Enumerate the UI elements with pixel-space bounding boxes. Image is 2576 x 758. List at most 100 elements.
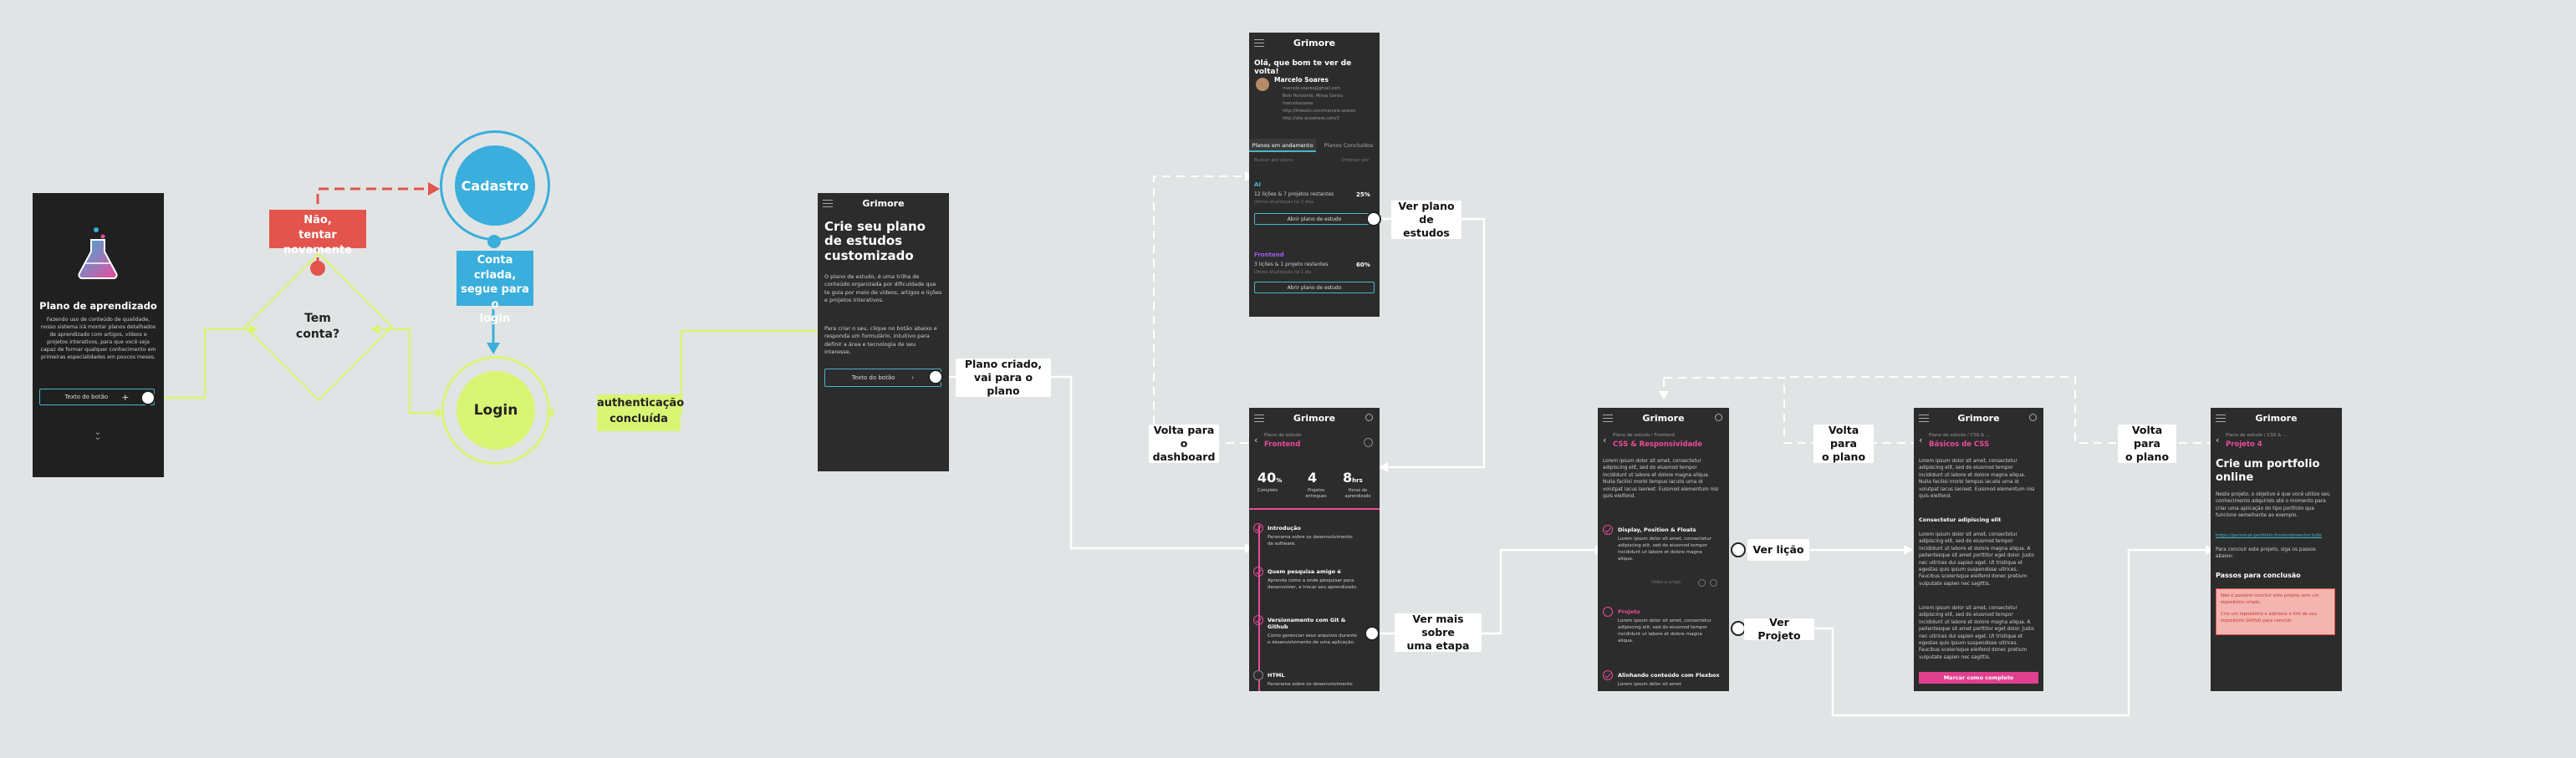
user-line-0: marcelo.soares@gmail.com: [1283, 86, 1341, 91]
welcome-button[interactable]: Texto do botão +: [39, 389, 155, 405]
double-chevron-down-icon[interactable]: ⌄⌄: [94, 428, 102, 442]
project-alert-2: Crie um repositório e adicione o link de…: [2221, 612, 2318, 623]
tab-in-progress[interactable]: Planos em andamento: [1249, 139, 1316, 152]
step-3-title: HTML: [1268, 672, 1285, 679]
stat-0-value: 40%: [1257, 470, 1283, 486]
auth-done-node: authenticação concluída: [597, 394, 684, 431]
flask-icon: [78, 227, 118, 280]
back-chevron-icon[interactable]: ‹: [2216, 435, 2220, 445]
see-more-label: Ver mais sobre uma etapa: [1395, 613, 1482, 652]
create-plan-button-label: Texto do botão: [851, 374, 895, 381]
account-created-node: Conta criada, segue para o login: [457, 251, 533, 325]
app-title: Grimore: [1293, 37, 1336, 48]
menu-icon[interactable]: [1254, 415, 1264, 422]
plan-0-open-button[interactable]: Abrir plano de estudo: [1254, 213, 1375, 225]
search-input[interactable]: Buscar por plano: [1254, 158, 1293, 163]
plan-1-tag: Frontend: [1254, 252, 1284, 258]
lesson-body2: Lorem ipsum dolor sit amet, consectetur …: [1919, 532, 2034, 587]
plan-1-percent: 60%: [1356, 262, 1370, 268]
stat-0-label: Completo: [1257, 488, 1278, 493]
back-chevron-icon[interactable]: ‹: [1919, 435, 1923, 445]
step-1-title: Quem pesquisa amigo é: [1268, 568, 1341, 575]
lesson-screen: Grimore ‹ Plano de estudo / CSS & ... Bá…: [1914, 408, 2043, 691]
item-0-video-icon: [1698, 579, 1706, 587]
search-icon[interactable]: [2029, 414, 2037, 421]
tab-completed[interactable]: Planos Concluídos: [1324, 142, 1374, 149]
create-plan-body2: Para criar o seu, clique no botão abaixo…: [824, 325, 937, 356]
welcome-button-label: Texto do botão: [64, 394, 109, 400]
lesson-body3: Lorem ipsum dolor sit amet, consectetur …: [1919, 606, 2034, 660]
signup-node: Cadastro: [455, 145, 535, 226]
back-dashboard-label: Volta para o dashboard: [1149, 424, 1219, 463]
plan-0-tag: AI: [1254, 181, 1262, 188]
menu-icon[interactable]: [823, 200, 833, 207]
back-plan-label-2: Volta para o plano: [2118, 424, 2176, 463]
step-1-desc: Aprenda como a onde pesquisar para desen…: [1268, 578, 1358, 590]
stage-screen: Grimore ‹ Plano de estudo / Frontend CSS…: [1598, 408, 1729, 691]
app-title: Grimore: [2255, 412, 2298, 424]
app-title: Grimore: [1957, 412, 2000, 424]
see-lesson-label: Ver lição: [1747, 539, 1809, 561]
plan-0-desc: 12 lições & 7 projetos restantes: [1254, 191, 1334, 197]
menu-icon[interactable]: [1603, 415, 1613, 422]
project-body: Neste projeto, o objetivo é que você uti…: [2216, 492, 2330, 519]
project-screen: Grimore ‹ Plano de estudo / CSS & ... Pr…: [2211, 408, 2342, 691]
back-chevron-icon[interactable]: ‹: [1603, 435, 1607, 445]
app-title: Grimore: [862, 197, 905, 209]
menu-icon[interactable]: [1254, 39, 1264, 47]
decision-has-account: Tem conta?: [295, 312, 340, 341]
item-0-article-icon: [1710, 579, 1717, 587]
progress-divider: [1249, 508, 1380, 510]
stat-1-label: Projetos entregues: [1305, 488, 1327, 500]
menu-icon[interactable]: [1919, 415, 1929, 422]
item-2-title: Alinhando conteúdo com Flexbox: [1618, 672, 1720, 679]
item-0-title: Display, Position & Floats: [1618, 527, 1696, 533]
see-project-label: Ver Projeto: [1744, 616, 1814, 642]
dashboard-dot: [1366, 211, 1381, 226]
create-plan-button[interactable]: Texto do botão ›: [824, 369, 941, 387]
plan-1-open-button[interactable]: Abrir plano de estudo: [1254, 282, 1375, 293]
welcome-connector-dot: [140, 390, 156, 405]
no-retry-node: Não, tentar novamente: [269, 210, 366, 257]
project-section-title: Passos para conclusão: [2216, 572, 2301, 579]
plan-created-label: Plano criado, vai para o plano: [956, 358, 1051, 397]
stat-1-value: 4: [1308, 470, 1318, 486]
mark-complete-button[interactable]: Marcar como completo: [1919, 672, 2038, 684]
app-title: Grimore: [1642, 412, 1685, 424]
back-chevron-icon[interactable]: ‹: [1254, 435, 1258, 445]
menu-icon[interactable]: [2216, 415, 2226, 422]
plan-0-percent: 25%: [1356, 191, 1370, 198]
no-retry-dot: [310, 261, 325, 276]
stage-crumb: Plano de estudo / Frontend: [1613, 433, 1675, 438]
stage-lesson-dot: [1731, 542, 1746, 557]
create-plan-title: Crie seu plano de estudos customizado: [824, 219, 926, 263]
plan-step-dot: [1365, 626, 1380, 641]
search-icon[interactable]: [1715, 414, 1722, 421]
user-line-4: http://site.anywhere.com/3: [1283, 116, 1339, 121]
create-plan-screen: Grimore Crie seu plano de estudos custom…: [818, 193, 949, 471]
lesson-crumb: Plano de estudo / CSS & ...: [1929, 433, 1991, 438]
stat-2-value: 8hrs: [1343, 470, 1363, 486]
step-0-check-icon: [1253, 523, 1263, 533]
step-2-title: Versionamento com Git & Github: [1268, 617, 1346, 630]
lesson-subtitle: Consectetur adipiscing elit: [1919, 516, 2002, 523]
project-alert-1: Não é possível concluir este projeto sem…: [2221, 593, 2319, 605]
stage-title: CSS & Responsividade: [1613, 440, 1703, 449]
welcome-body: Fazendo uso de conteúdo de qualidade, no…: [40, 317, 156, 360]
search-icon[interactable]: [1365, 414, 1373, 421]
create-plan-dot: [928, 369, 943, 384]
welcome-screen: Plano de aprendizado Fazendo uso de cont…: [33, 193, 164, 477]
step-3-desc: Panorama sobre os desenvolvimento: [1268, 682, 1353, 687]
sort-select[interactable]: Ordenar por: [1341, 158, 1370, 163]
login-node: Login: [457, 371, 535, 450]
settings-icon[interactable]: [1364, 438, 1373, 447]
item-0-check-icon: [1603, 525, 1613, 535]
project-link[interactable]: https://personal-portfolio.frontendmento…: [2216, 533, 2323, 538]
plan-1-date: Última atualização há 1 dia: [1254, 270, 1312, 275]
item-0-desc: Lorem ipsum dolor sit amet, consectetur …: [1618, 537, 1711, 562]
item-1-title: Projeto: [1618, 608, 1640, 615]
plan-crumb: Plano de estudo: [1264, 433, 1302, 438]
plan-title: Frontend: [1264, 440, 1301, 449]
avatar: [1256, 78, 1269, 91]
dashboard-screen: Grimore Olá, que bom te ver de volta! Ma…: [1249, 33, 1380, 317]
